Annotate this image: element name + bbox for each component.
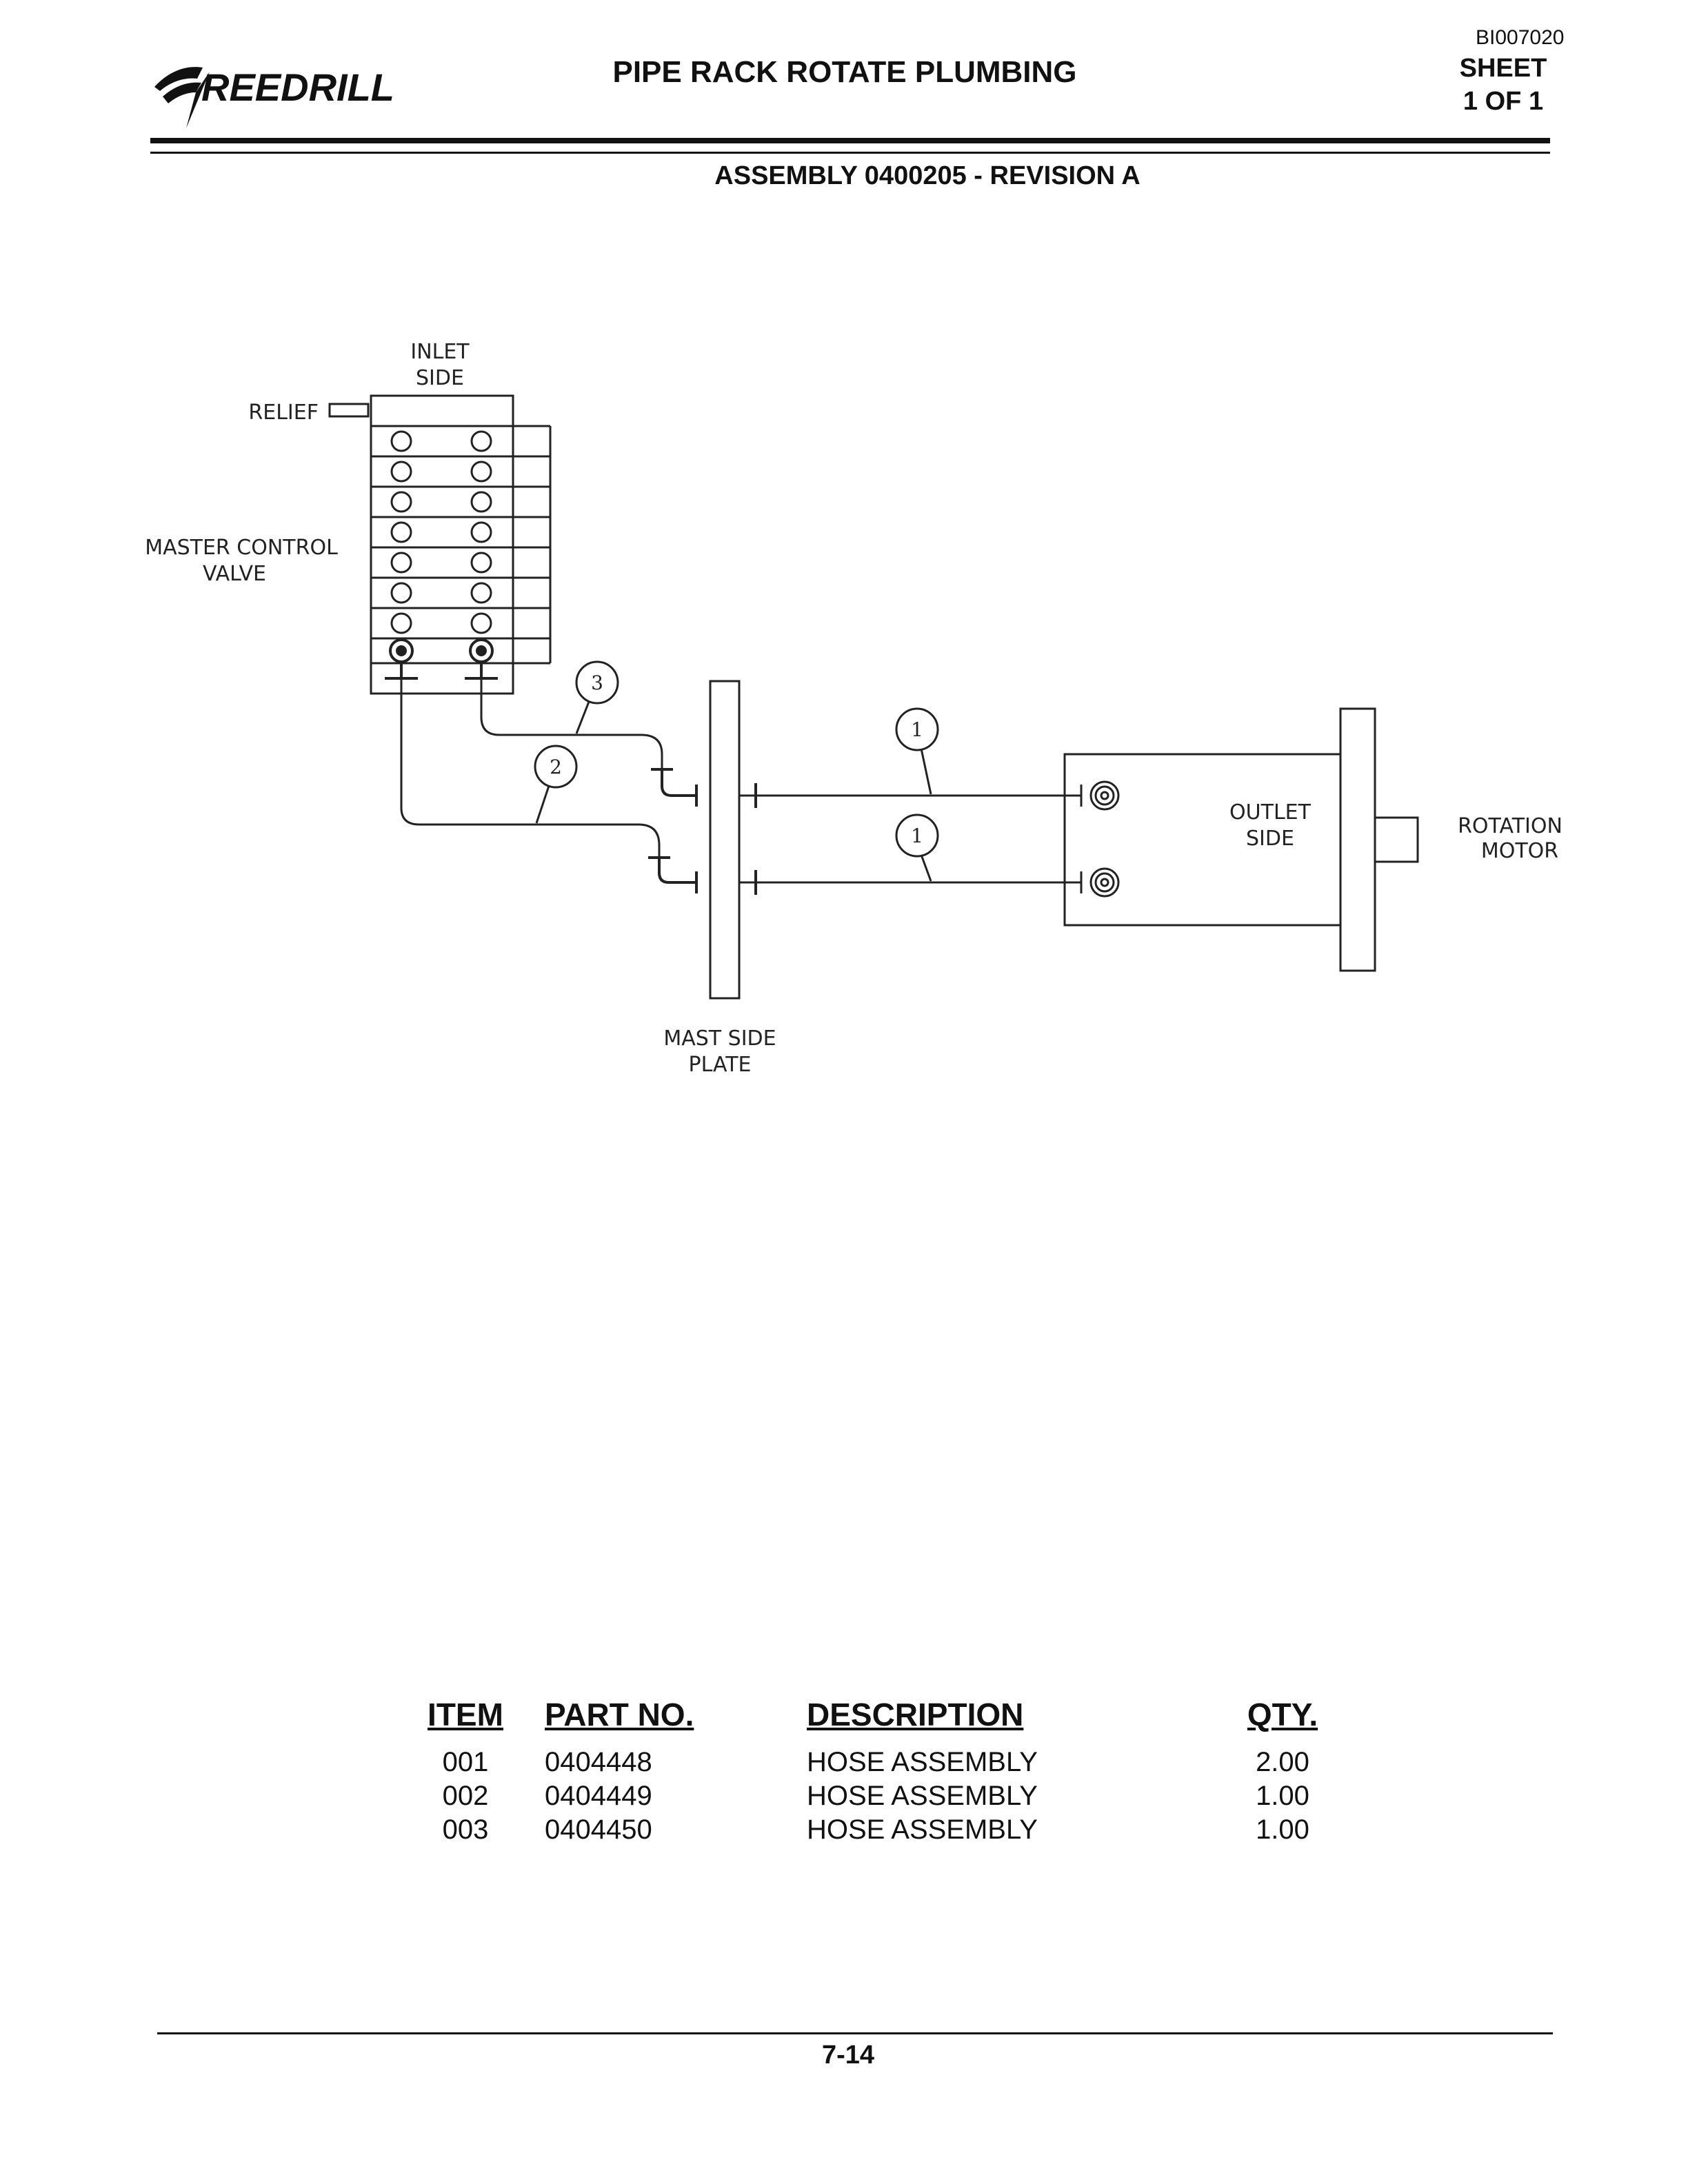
footer-rule [157,2032,1553,2034]
item-cell: 003 [442,1814,489,1845]
mast-side-plate-label-2: PLATE [689,1053,752,1077]
part-no-cell: 0404449 [545,1781,652,1811]
inlet-side-label-2: SIDE [416,366,464,390]
callout-3-number: 3 [591,671,603,694]
part-no-cell: 0404450 [545,1814,652,1845]
qty-cell: 1.00 [1256,1781,1309,1811]
callout-2-number: 2 [550,756,562,778]
table-row: 002 0404449 HOSE ASSEMBLY 1.00 [386,1779,1352,1813]
logo-text: REEDRILL [201,65,394,109]
table-row: 003 0404450 HOSE ASSEMBLY 1.00 [386,1813,1352,1847]
header-description: DESCRIPTION [807,1697,1024,1732]
master-control-label: MASTER CONTROL [145,536,338,560]
header-qty: QTY. [1247,1697,1318,1732]
active-port-icon [385,638,498,680]
mast-side-plate [709,680,741,1000]
parts-table-header: ITEM PART NO. DESCRIPTION QTY. [386,1696,1352,1746]
description-cell: HOSE ASSEMBLY [807,1747,1038,1777]
inlet-side-label: INLET [410,340,470,364]
rotation-motor-body [1063,753,1342,927]
relief-label: RELIEF [248,401,319,425]
rotation-motor-label-2: MOTOR [1481,839,1558,863]
item-cell: 001 [442,1747,489,1777]
assembly-subtitle: ASSEMBLY 0400205 - REVISION A [714,161,1141,190]
header-rule-thin [150,152,1550,154]
plumbing-diagram: 3 2 1 1 INLET SIDE RELIEF MASTER CONTROL… [145,340,1563,1077]
hose-3 [480,680,663,769]
description-cell: HOSE ASSEMBLY [807,1781,1038,1811]
callout-1-top-number: 1 [911,718,923,741]
relief-fitting [328,403,370,418]
header-part-no: PART NO. [545,1697,694,1732]
qty-cell: 1.00 [1256,1814,1309,1845]
part-no-cell: 0404448 [545,1747,652,1777]
master-control-valve [370,394,552,695]
sheet-count: 1 OF 1 [1463,87,1544,116]
callout-1-bottom [895,813,939,882]
table-row: 001 0404448 HOSE ASSEMBLY 2.00 [386,1746,1352,1779]
item-cell: 002 [442,1781,489,1811]
document-id: BI007020 [1476,26,1565,49]
callout-1-bottom-number: 1 [911,825,923,847]
header-item: ITEM [428,1697,503,1732]
outlet-side-label-2: SIDE [1246,827,1294,851]
reedrill-logo: REEDRILL [154,65,394,128]
callout-1-top [895,707,939,795]
callout-3 [575,660,619,734]
qty-cell: 2.00 [1256,1747,1309,1777]
mast-side-plate-label: MAST SIDE [663,1027,776,1051]
motor-shaft [1374,816,1419,863]
rotation-motor-label: ROTATION [1458,814,1563,838]
master-control-label-2: VALVE [203,562,266,586]
outlet-side-label: OUTLET [1229,800,1312,825]
callout-2 [534,745,578,824]
parts-table: ITEM PART NO. DESCRIPTION QTY. 001 04044… [386,1696,1352,1847]
page-number: 7-14 [821,2041,875,2070]
sheet-label: SHEET [1459,54,1547,83]
hose-2 [400,680,661,858]
valve-port-icon [390,430,492,634]
drill-bit-icon [154,67,210,128]
page-title: PIPE RACK ROTATE PLUMBING [612,55,1077,89]
header-rule-thick [150,138,1550,143]
motor-flange [1339,707,1376,972]
description-cell: HOSE ASSEMBLY [807,1814,1038,1845]
motor-port-icon [1080,780,1120,898]
